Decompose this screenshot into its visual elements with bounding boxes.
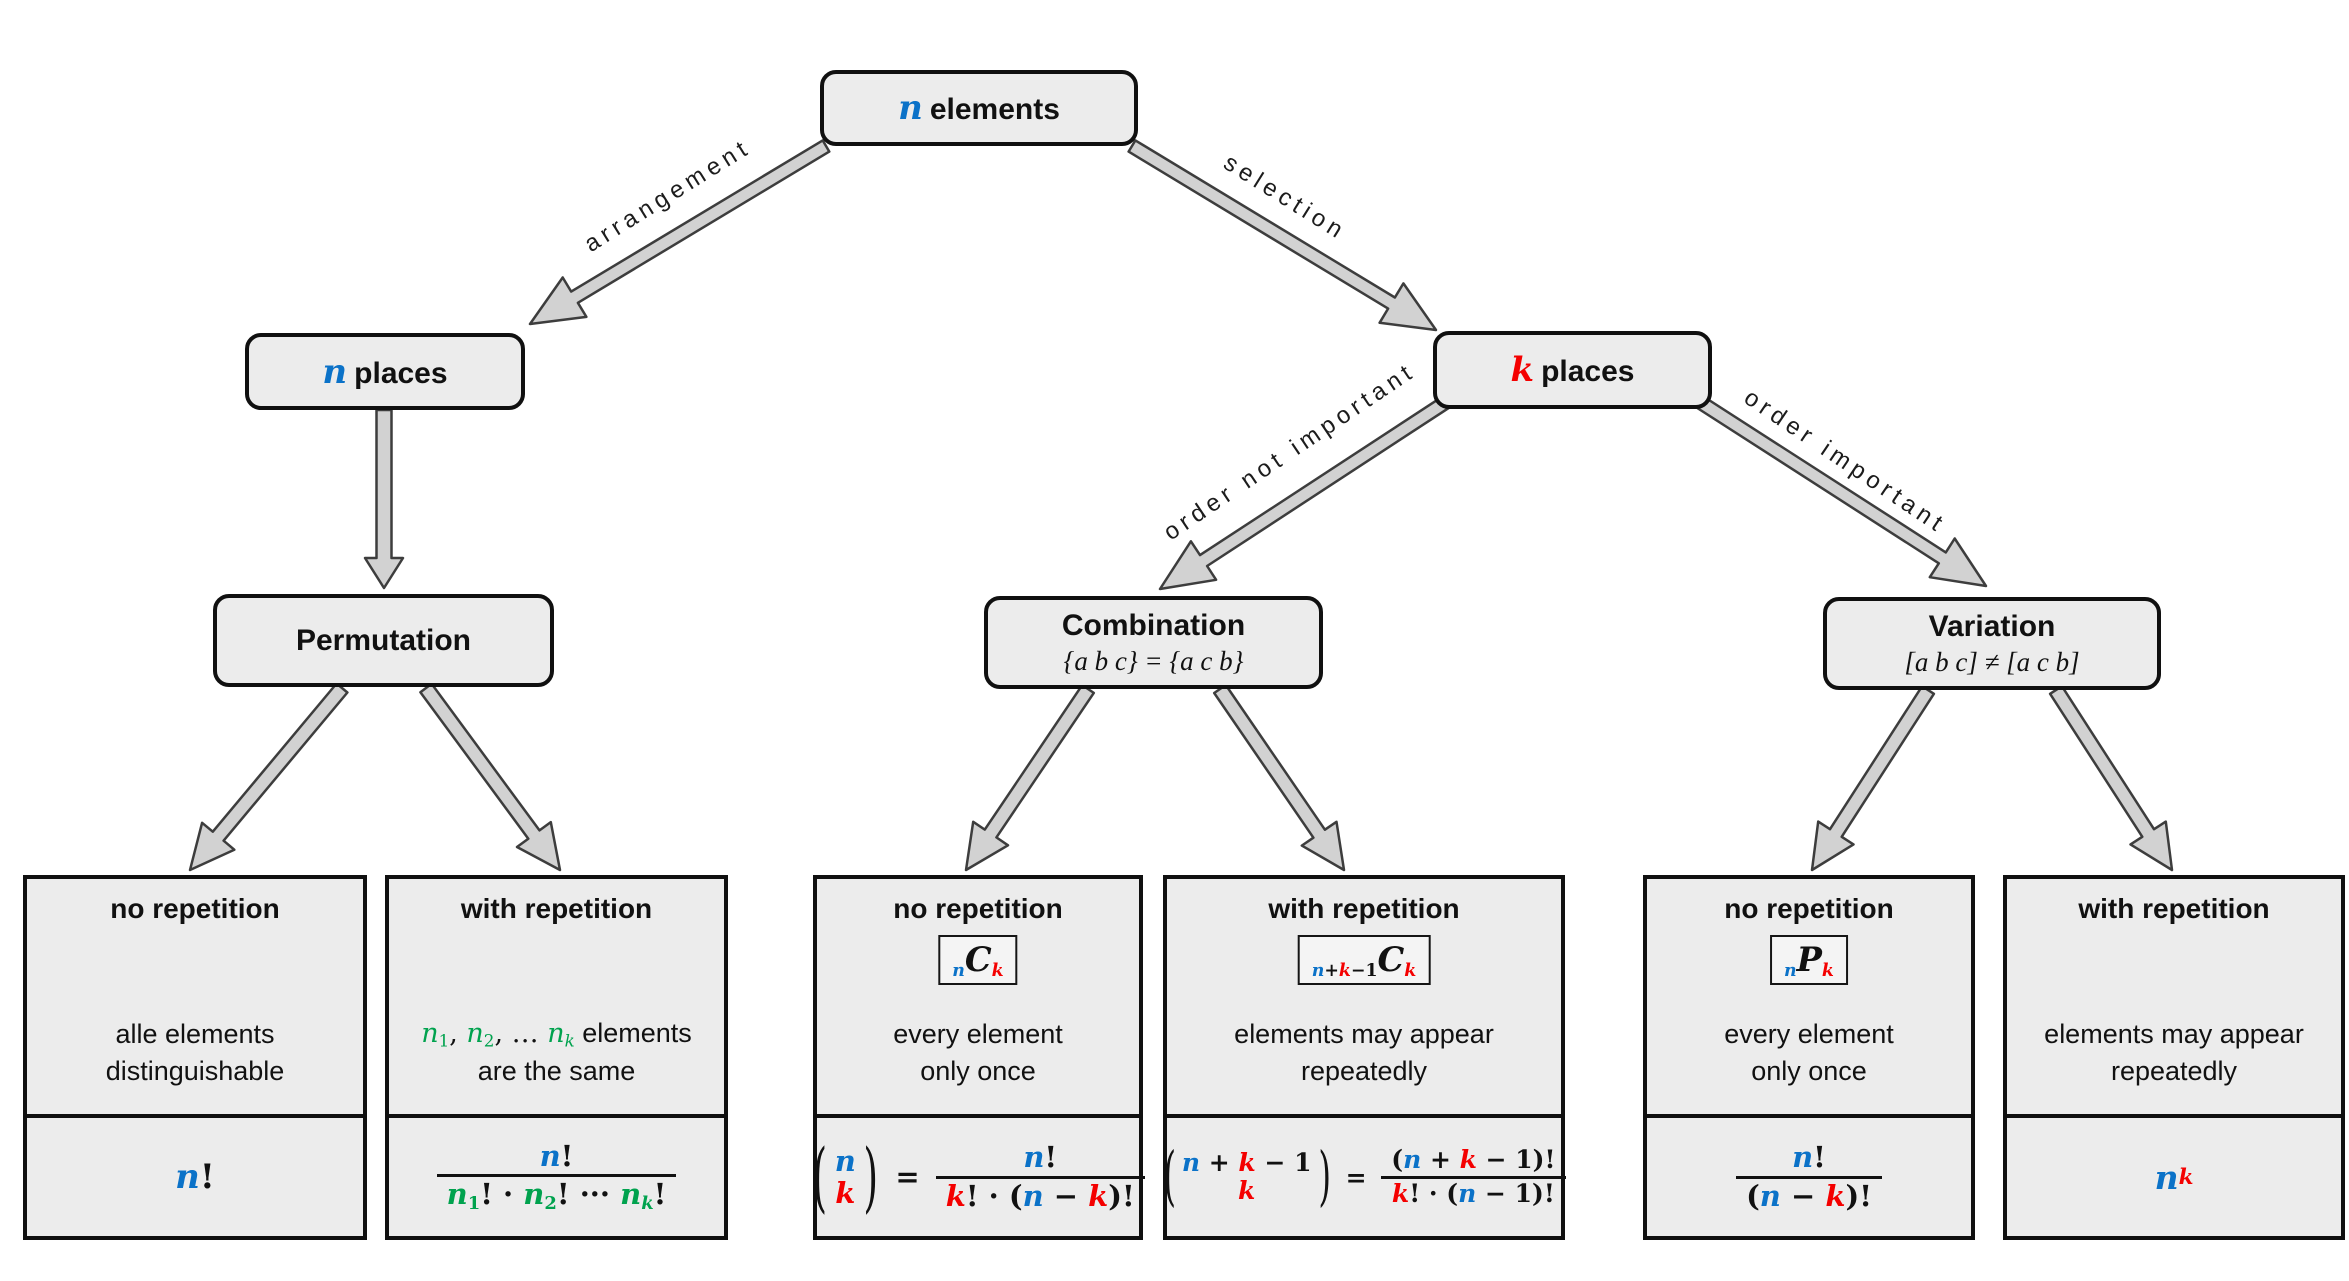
leaf-main: no repetition nPk every element only onc…: [1647, 879, 1971, 1114]
leaf-heading: no repetition: [893, 893, 1063, 924]
n-variable: n: [898, 88, 923, 128]
node-permutation: Permutation: [213, 594, 554, 687]
description-line: every element: [1724, 1018, 1894, 1049]
leaf-formula: n!(n − k)!: [1647, 1114, 1971, 1236]
edge-var-right: [2048, 684, 2174, 872]
node-combination: Combination {a b c} = {a c b}: [984, 596, 1323, 689]
leaf-heading: no repetition: [1724, 893, 1894, 924]
node-n-elements-title: n elements: [898, 88, 1060, 128]
leaf-formula: n!: [27, 1114, 363, 1236]
description-line: every element: [893, 1018, 1063, 1049]
notation-badge-nPk: nPk: [1770, 935, 1848, 985]
description-line: distinguishable: [105, 1055, 285, 1086]
edge-comb-left: [964, 683, 1096, 872]
leaf-description: alle elements distinguishable: [27, 1016, 363, 1091]
edge-perm-right: [419, 682, 562, 872]
edge-selection: [1127, 139, 1438, 332]
leaf-combination-no-repetition: no repetition nCk every element only onc…: [813, 875, 1145, 1240]
leaf-description: every element only once: [1647, 1016, 1971, 1091]
description-line: repeatedly: [2110, 1055, 2238, 1086]
node-n-places: n places: [245, 333, 525, 410]
leaf-description: n1, n2, … nk elements are the same: [389, 1015, 724, 1090]
edge-order-important: [1695, 395, 1988, 588]
description-line: only once: [920, 1055, 1036, 1086]
leaf-heading: with repetition: [2078, 893, 2270, 924]
leaf-heading: with repetition: [460, 893, 653, 924]
description-line: elements may appear: [1234, 1018, 1494, 1049]
leaf-formula: n!n1! · n2! ··· nk!: [389, 1114, 724, 1236]
leaf-main: no repetition nCk every element only onc…: [817, 879, 1139, 1114]
leaf-permutation-with-repetition: with repetition n1, n2, … nk elements ar…: [385, 875, 728, 1240]
leaf-main: with repetition elements may appear repe…: [2007, 879, 2341, 1114]
edge-arrangement: [528, 139, 831, 326]
leaf-main: with repetition n+k−1Ck elements may app…: [1167, 879, 1561, 1114]
edge-comb-right: [1212, 683, 1346, 872]
leaf-combination-with-repetition: with repetition n+k−1Ck elements may app…: [1163, 875, 1566, 1240]
node-k-places: k places: [1433, 331, 1712, 409]
description-line: repeatedly: [1300, 1055, 1428, 1086]
node-n-elements-text: elements: [929, 93, 1060, 126]
leaf-heading: with repetition: [1268, 893, 1460, 924]
node-k-places-text: places: [1541, 355, 1635, 388]
description-line: alle elements: [115, 1018, 275, 1049]
node-permutation-title: Permutation: [295, 623, 472, 657]
leaf-description: elements may appear repeatedly: [1167, 1016, 1561, 1091]
notation-badge-nCk: nCk: [938, 935, 1018, 985]
leaf-variation-with-repetition: with repetition elements may appear repe…: [2003, 875, 2345, 1240]
node-n-elements: n elements: [820, 70, 1138, 146]
edge-perm-left: [188, 682, 349, 872]
leaf-variation-no-repetition: no repetition nPk every element only onc…: [1643, 875, 1975, 1240]
edge-order-not-important: [1158, 395, 1451, 591]
edge-var-left: [1810, 684, 1936, 872]
node-variation-math: [a b c] ≠ [a c b]: [1904, 646, 2080, 677]
k-variable: k: [1510, 350, 1535, 390]
leaf-main: no repetition alle elements distinguisha…: [27, 879, 363, 1114]
node-k-places-title: k places: [1511, 350, 1635, 390]
notation-badge-n+k-1Ck: n+k−1Ck: [1297, 935, 1431, 985]
node-n-places-title: n places: [322, 352, 447, 392]
leaf-description: every element only once: [817, 1016, 1139, 1091]
node-combination-math: {a b c} = {a c b}: [1063, 645, 1244, 676]
leaf-permutation-no-repetition: no repetition alle elements distinguisha…: [23, 875, 367, 1240]
node-combination-title: Combination: [1061, 608, 1246, 642]
description-line: elements may appear: [2044, 1018, 2304, 1049]
n-variable: n: [322, 351, 348, 392]
description-line: n1, n2, … nk elements: [421, 1018, 692, 1051]
description-line: are the same: [477, 1055, 636, 1086]
edge-n-places-to-permutation: [363, 408, 405, 590]
node-n-places-text: places: [354, 356, 448, 390]
leaf-description: elements may appear repeatedly: [2007, 1016, 2341, 1091]
leaf-heading: no repetition: [110, 893, 280, 924]
description-line: only once: [1751, 1055, 1867, 1086]
leaf-main: with repetition n1, n2, … nk elements ar…: [389, 879, 724, 1114]
node-variation-title: Variation: [1928, 609, 2056, 643]
node-variation: Variation [a b c] ≠ [a c b]: [1823, 597, 2161, 690]
